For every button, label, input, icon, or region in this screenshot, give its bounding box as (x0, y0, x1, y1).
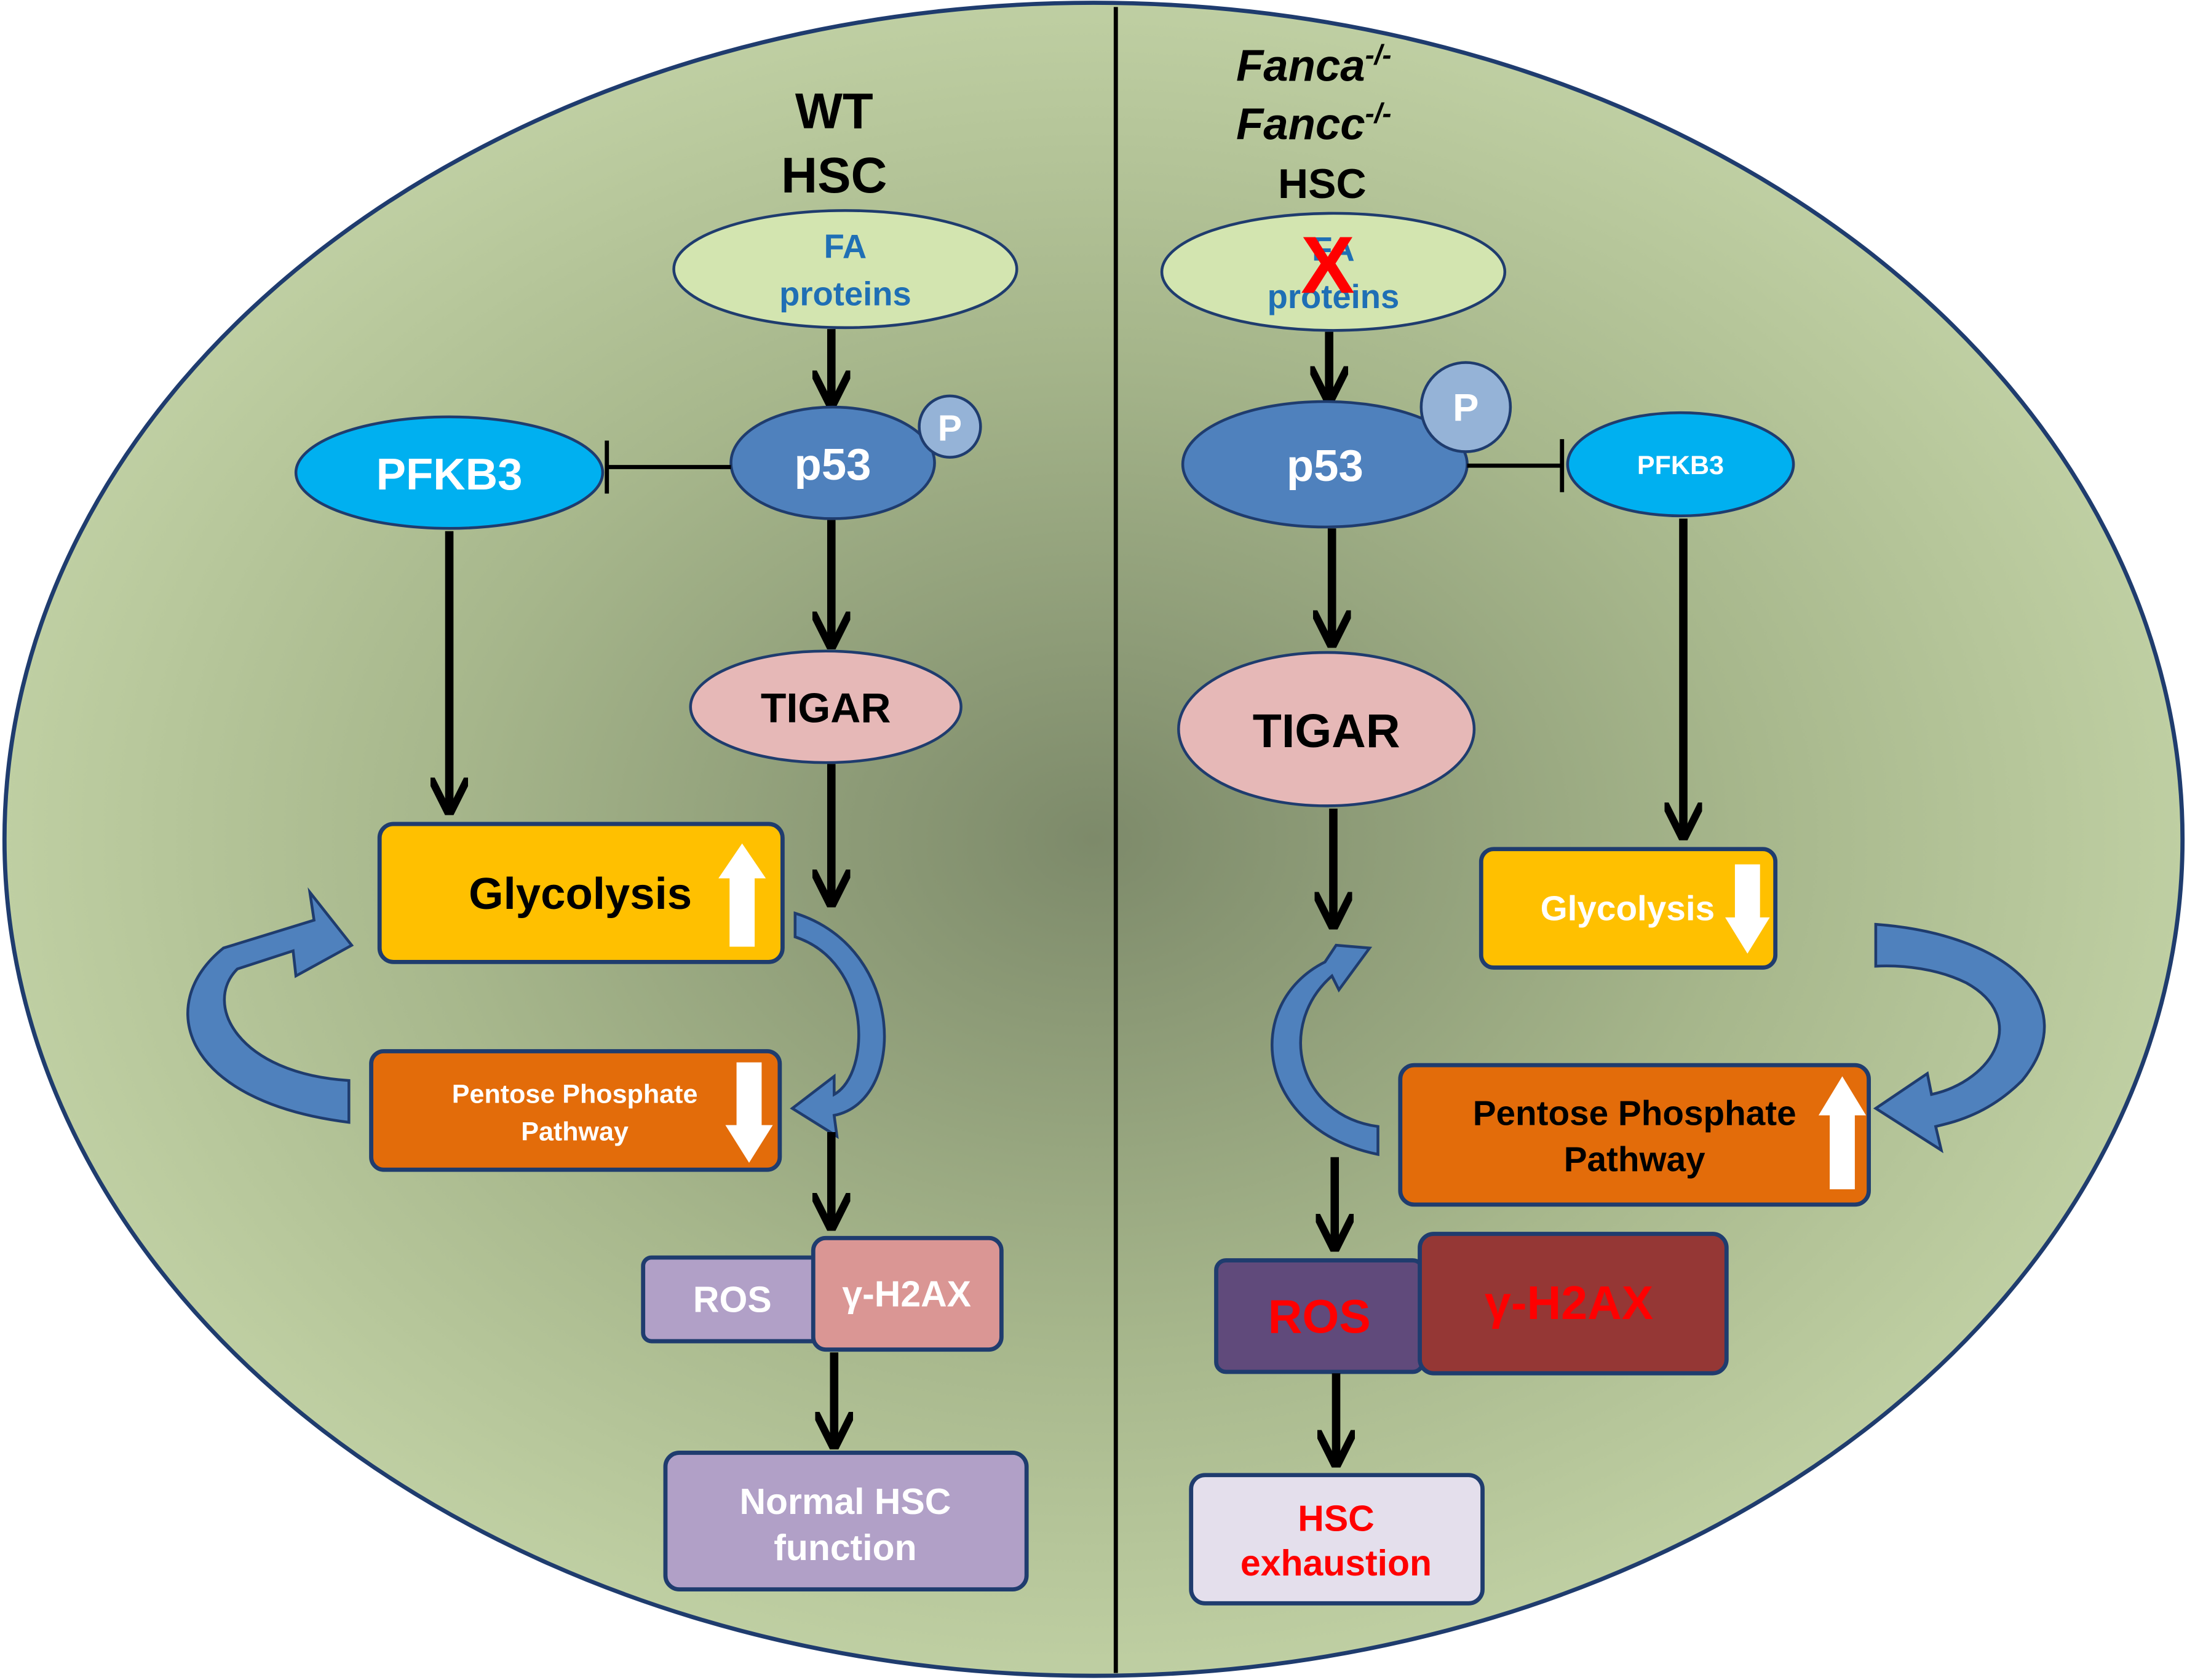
ko-ppp-up-arrow (1818, 1076, 1867, 1189)
ko-p53-label: p53 (1287, 441, 1363, 491)
ko-title-fanca-gene: Fanca (1236, 41, 1365, 90)
ko-ppp-label: Pentose Phosphate (1473, 1095, 1796, 1133)
ko-tigar-label: TIGAR (1253, 705, 1400, 758)
wt-tigar-label: TIGAR (761, 684, 891, 731)
wt-h2ax-label: γ-H2AX (842, 1274, 971, 1314)
wt-ppp-box (369, 1049, 782, 1172)
ko-outcome-label: HSC (1298, 1499, 1374, 1539)
ko-title-fancc: Fancc-/- (1236, 98, 1391, 149)
wt-ppp-label: Pentose Phosphate (452, 1079, 698, 1109)
wt-pfkb3-label: PFKB3 (376, 450, 523, 499)
ko-h2ax-box (1418, 1232, 1729, 1376)
wt-glycolysis-up-arrow (718, 843, 766, 947)
wt-curved-arrow-left (186, 887, 354, 1124)
ko-title-fancc-gene: Fancc (1236, 100, 1365, 149)
ko-outcome-box (1189, 1473, 1485, 1606)
wt-outcome-box (663, 1451, 1029, 1592)
ko-fa-label: FA (1312, 231, 1355, 268)
wt-panel: WT HSC FA proteins p53 P PFKB3 TIGAR Gly… (186, 84, 1029, 1592)
ko-glycolysis-label: Glycolysis (1541, 889, 1715, 928)
wt-ppp-label-2: Pathway (521, 1117, 629, 1147)
ko-tigar-ellipse (1177, 651, 1476, 807)
wt-outcome-label: Normal HSC (739, 1482, 951, 1522)
ko-title-fanca: Fanca-/- (1236, 39, 1391, 90)
wt-p53-label: p53 (795, 440, 871, 489)
ko-ppp-label-2: Pathway (1564, 1140, 1705, 1179)
wt-ros-label: ROS (693, 1280, 772, 1320)
ko-title-fancc-sup: -/- (1365, 98, 1392, 129)
wt-glycolysis-box (377, 822, 785, 964)
ko-title-hsc: HSC (1278, 160, 1367, 207)
wt-outcome-label-2: function (774, 1528, 916, 1568)
ko-ppp-box (1398, 1063, 1871, 1207)
wt-phospho-circle (918, 394, 982, 459)
ko-curved-arrow-right (1873, 922, 2046, 1154)
wt-fa-label: FA (824, 228, 867, 265)
wt-tigar-ellipse (689, 649, 963, 764)
ko-pfkb3-label: PFKB3 (1637, 451, 1724, 480)
wt-fa-ellipse (672, 209, 1018, 330)
ko-phospho-label: P (1453, 387, 1479, 430)
ko-pfkb3-ellipse (1566, 411, 1795, 518)
ko-outcome-label-2: exhaustion (1240, 1543, 1432, 1583)
wt-glycolysis-label: Glycolysis (469, 869, 692, 919)
wt-pfkb3-ellipse (294, 415, 605, 530)
wt-p53-ellipse (729, 405, 936, 520)
wt-fa-label-2: proteins (779, 275, 911, 313)
wt-curved-arrow-right (790, 911, 886, 1139)
wt-h2ax-box (811, 1235, 1004, 1352)
wt-ppp-down-arrow (725, 1062, 773, 1163)
ko-ros-label: ROS (1268, 1290, 1371, 1343)
ko-glycolysis-box (1479, 847, 1778, 970)
ko-fa-knockout-mark: X (1301, 220, 1355, 310)
ko-fa-ellipse (1160, 212, 1507, 332)
wt-phospho-label: P (938, 408, 962, 448)
wt-title: WT (795, 84, 873, 140)
ko-title-fanca-sup: -/- (1365, 39, 1392, 70)
wt-subtitle: HSC (781, 148, 887, 204)
ko-phospho-circle (1419, 361, 1512, 453)
ko-glycolysis-down-arrow (1725, 864, 1770, 954)
ko-fa-label-2: proteins (1268, 278, 1400, 315)
ko-h2ax-label: γ-H2AX (1485, 1277, 1653, 1329)
ko-curved-arrow-left (1271, 943, 1379, 1157)
ko-panel: Fanca-/- Fancc-/- HSC FA proteins X p53 … (1160, 39, 2046, 1606)
